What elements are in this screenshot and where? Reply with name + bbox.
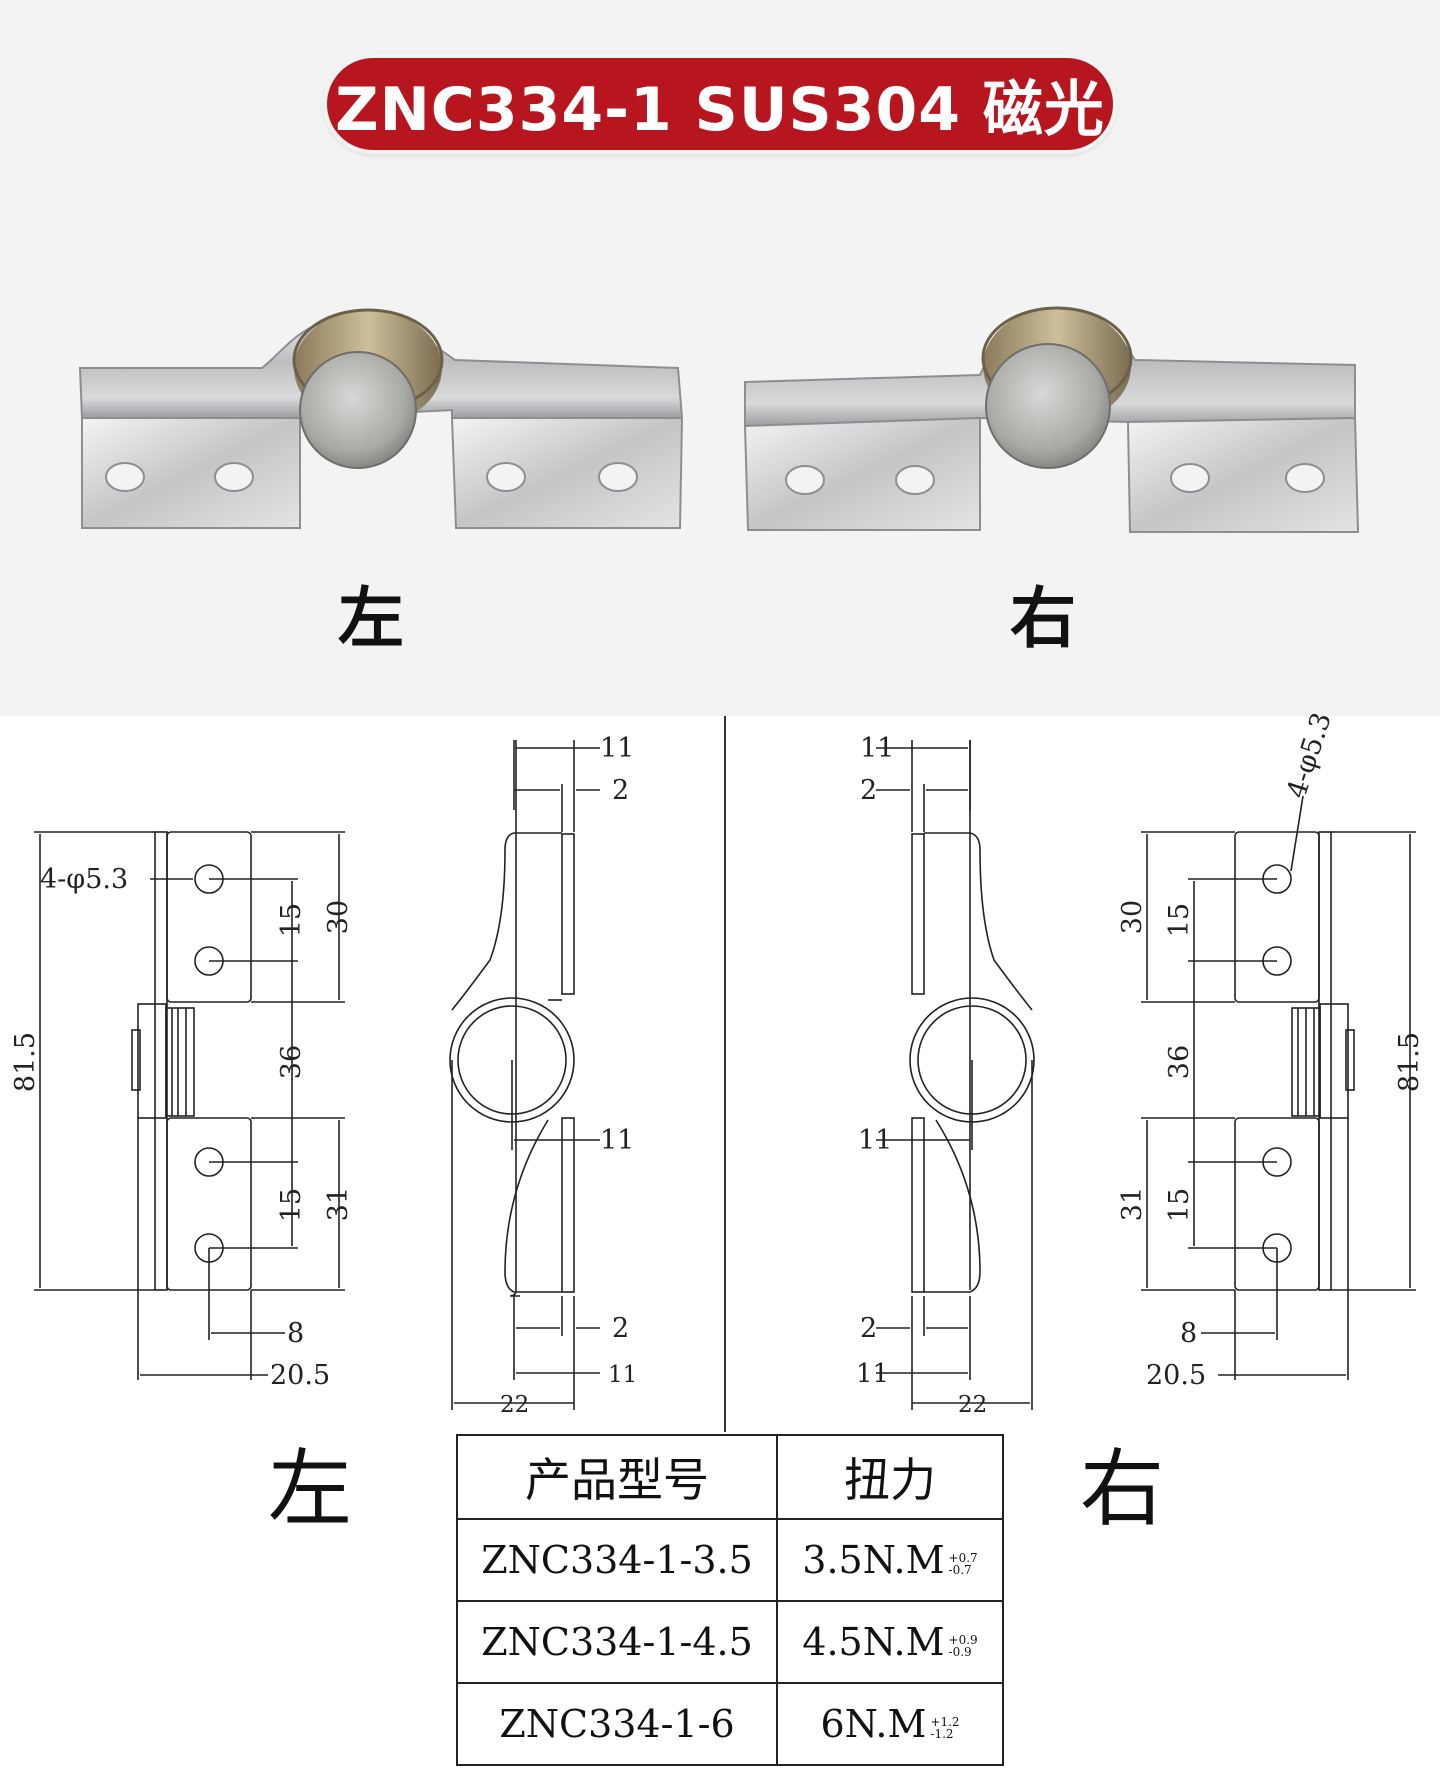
photo-label-left: 左	[338, 580, 404, 657]
dim-hole-pitch-top-left: 15	[276, 903, 307, 937]
dim-side-thk-top-left: 2	[612, 775, 629, 806]
mount-hole	[598, 462, 638, 492]
dim-side-bottom-right: 11	[856, 1359, 889, 1389]
torque-value: 6N.M	[820, 1702, 927, 1746]
torque-cap	[299, 351, 417, 469]
mount-hole	[785, 465, 825, 495]
dim-leaf-width-right: 20.5	[1146, 1360, 1206, 1391]
dim-overall-height-left: 81.5	[10, 1032, 41, 1092]
dim-side-thk-bottom-left: 2	[612, 1313, 629, 1344]
tol-plus: +1.2	[930, 1714, 960, 1729]
dim-side-mid-left: 11	[600, 1125, 634, 1156]
cell-torque: 6N.M+1.2-1.2	[776, 1682, 1004, 1766]
cell-model: ZNC334-1-4.5	[456, 1600, 778, 1684]
left-front-view	[34, 831, 345, 1380]
hinge-photo-right	[743, 306, 1360, 533]
tol-plus: +0.7	[948, 1550, 978, 1565]
mount-hole	[1170, 463, 1210, 493]
right-front-view	[1141, 795, 1416, 1380]
dim-center-span-right: 36	[1164, 1045, 1195, 1079]
dim-bottom-leaf-right: 31	[1117, 1187, 1148, 1221]
mount-hole	[1285, 463, 1325, 493]
cell-torque: 4.5N.M+0.9-0.9	[776, 1600, 1004, 1684]
dim-bottom-leaf-left: 31	[323, 1187, 354, 1221]
mount-hole	[214, 462, 254, 492]
torque-cap	[985, 343, 1111, 469]
tol-minus: -1.2	[930, 1726, 954, 1741]
left-side-view	[449, 740, 600, 1410]
dim-side-top-left: 11	[600, 733, 634, 764]
dim-side-width-left: 22	[500, 1392, 529, 1418]
dim-leaf-width-left: 20.5	[270, 1360, 330, 1391]
torque-value: 3.5N.M	[802, 1538, 945, 1582]
dim-side-thk-bottom-right: 2	[860, 1313, 877, 1344]
photo-label-right: 右	[1010, 580, 1076, 657]
drawing-label-right: 右	[1080, 1440, 1165, 1538]
table-header-row: 产品型号 扭力	[456, 1434, 1004, 1520]
dim-side-top-right: 11	[860, 733, 894, 764]
right-side-view	[876, 740, 1035, 1410]
cell-model: ZNC334-1-3.5	[456, 1518, 778, 1602]
torque-tolerance: +0.7-0.7	[949, 1552, 978, 1576]
tol-plus: +0.9	[948, 1632, 978, 1647]
torque-tolerance: +1.2-1.2	[930, 1716, 959, 1740]
tol-minus: -0.9	[948, 1644, 972, 1659]
table-row: ZNC334-1-3.5 3.5N.M+0.7-0.7	[456, 1518, 1004, 1602]
torque-value: 4.5N.M	[802, 1620, 945, 1664]
dim-side-width-right: 22	[958, 1392, 987, 1418]
dimension-labels: 4-φ5.3 81.5 30 15 36 15 31 8 20.5 11 2 1…	[10, 709, 1425, 1418]
spec-table: 产品型号 扭力 ZNC334-1-3.5 3.5N.M+0.7-0.7 ZNC3…	[456, 1434, 1004, 1766]
page-title: ZNC334-1 SUS304 磁光	[327, 58, 1113, 150]
dim-top-leaf-left: 30	[323, 900, 354, 934]
torque-tolerance: +0.9-0.9	[949, 1634, 978, 1658]
mount-hole	[895, 465, 935, 495]
dim-overall-height-right: 81.5	[1394, 1032, 1425, 1092]
header-torque: 扭力	[776, 1434, 1004, 1520]
dim-side-bottom-left: 11	[608, 1362, 637, 1388]
table-row: ZNC334-1-4.5 4.5N.M+0.9-0.9	[456, 1600, 1004, 1684]
dim-hole-callout-left: 4-φ5.3	[40, 864, 128, 895]
mount-hole	[105, 462, 145, 492]
dim-hole-offset-left: 8	[287, 1318, 304, 1349]
tol-minus: -0.7	[948, 1562, 972, 1577]
dim-hole-callout-right: 4-φ5.3	[1281, 709, 1338, 802]
hinge-photo-left	[78, 308, 684, 529]
dim-hole-pitch-top-right: 15	[1164, 903, 1195, 937]
header-model: 产品型号	[456, 1434, 778, 1520]
dim-hole-pitch-bottom-left: 15	[276, 1188, 307, 1222]
dim-center-span-left: 36	[276, 1045, 307, 1079]
table-row: ZNC334-1-6 6N.M+1.2-1.2	[456, 1682, 1004, 1766]
drawing-label-left: 左	[268, 1440, 353, 1538]
cell-torque: 3.5N.M+0.7-0.7	[776, 1518, 1004, 1602]
dim-side-thk-top-right: 2	[860, 775, 877, 806]
mount-hole	[486, 462, 526, 492]
dim-side-mid-right: 11	[858, 1125, 892, 1156]
dim-hole-pitch-bottom-right: 15	[1164, 1188, 1195, 1222]
hinge-photos	[78, 306, 1360, 533]
dim-hole-offset-right: 8	[1180, 1318, 1197, 1349]
cell-model: ZNC334-1-6	[456, 1682, 778, 1766]
dim-top-leaf-right: 30	[1117, 900, 1148, 934]
